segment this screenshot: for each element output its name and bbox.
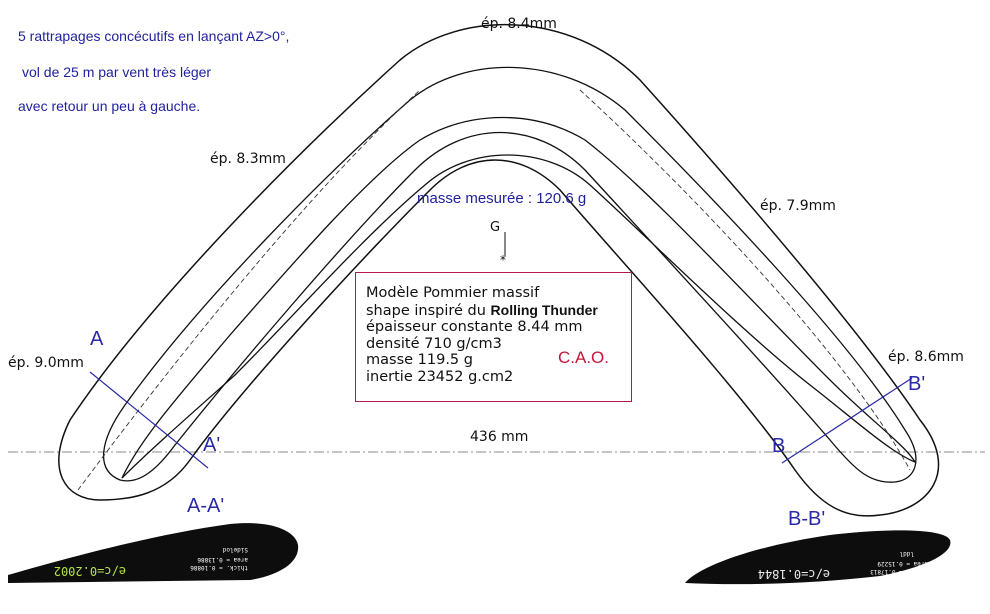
svg-text:area = 0.15229: area = 0.15229 xyxy=(877,560,928,567)
flight-note-line2: vol de 25 m par vent très léger xyxy=(22,64,212,80)
model-line6: inertie 23452 g.cm2 xyxy=(366,368,514,385)
boomerang-outer-outline xyxy=(58,23,940,517)
model-line2-prefix: shape inspiré du xyxy=(366,302,491,319)
span-label: 436 mm xyxy=(470,429,529,445)
model-line2: shape inspiré du Rolling Thunder xyxy=(366,302,631,320)
section-letter-b: B xyxy=(772,435,786,457)
thickness-left-arm: ép. 8.3mm xyxy=(210,151,286,167)
section-letter-a-prime: A' xyxy=(203,434,221,456)
section-title-right: B-B' xyxy=(788,508,826,530)
model-line3: épaisseur constante 8.44 mm xyxy=(366,319,583,335)
chord-line-left xyxy=(77,89,421,491)
section-letter-a: A xyxy=(90,328,104,350)
centroid-star-icon: * xyxy=(500,253,506,267)
thickness-left-tip: ép. 9.0mm xyxy=(8,355,84,371)
model-line2-bold: Rolling Thunder xyxy=(490,301,598,318)
section-letter-b-prime: B' xyxy=(908,373,926,395)
section-line-a xyxy=(89,371,209,469)
boomerang-inner-edge xyxy=(121,116,917,479)
flight-note-line3: avec retour un peu à gauche. xyxy=(18,98,201,114)
svg-text:thick. = 0.10886: thick. = 0.10886 xyxy=(190,564,248,571)
svg-text:lddl: lddl xyxy=(899,550,914,557)
thickness-right-tip: ép. 8.6mm xyxy=(888,349,964,365)
svg-text:Sidelod: Sidelod xyxy=(222,546,248,553)
thickness-top: ép. 8.4mm xyxy=(481,16,557,32)
mass-measured: masse mesurée : 120.6 g xyxy=(417,190,587,207)
section-line-b xyxy=(781,377,913,464)
svg-text:area = 0.13886: area = 0.13886 xyxy=(197,556,248,563)
boomerang-bevel-outline xyxy=(102,66,917,483)
centroid-label: G xyxy=(490,220,501,235)
model-line4: densité 710 g/cm3 xyxy=(366,335,502,352)
cao-label: C.A.O. xyxy=(558,348,610,367)
chord-line-right xyxy=(579,89,911,471)
section-title-left: A-A' xyxy=(187,495,225,517)
thickness-right-arm: ép. 7.9mm xyxy=(760,198,836,214)
model-info-box: Modèle Pommier massif shape inspiré du R… xyxy=(355,272,632,402)
section-profile-left: Sidelod area = 0.13886 thick. = 0.10886 … xyxy=(8,523,299,583)
flight-note-line1: 5 rattrapages concécutifs en lançant AZ>… xyxy=(18,28,290,44)
model-line1: Modèle Pommier massif xyxy=(366,285,540,301)
section-profile-right: lddl area = 0.15229 thick. = 0.17813 e/c… xyxy=(685,530,951,585)
ratio-right: e/c=0.1844 xyxy=(758,567,830,581)
model-line5: masse 119.5 g xyxy=(366,352,473,368)
ratio-left: e/c=0.2002 xyxy=(54,564,126,578)
svg-text:thick. = 0.17813: thick. = 0.17813 xyxy=(870,568,928,575)
